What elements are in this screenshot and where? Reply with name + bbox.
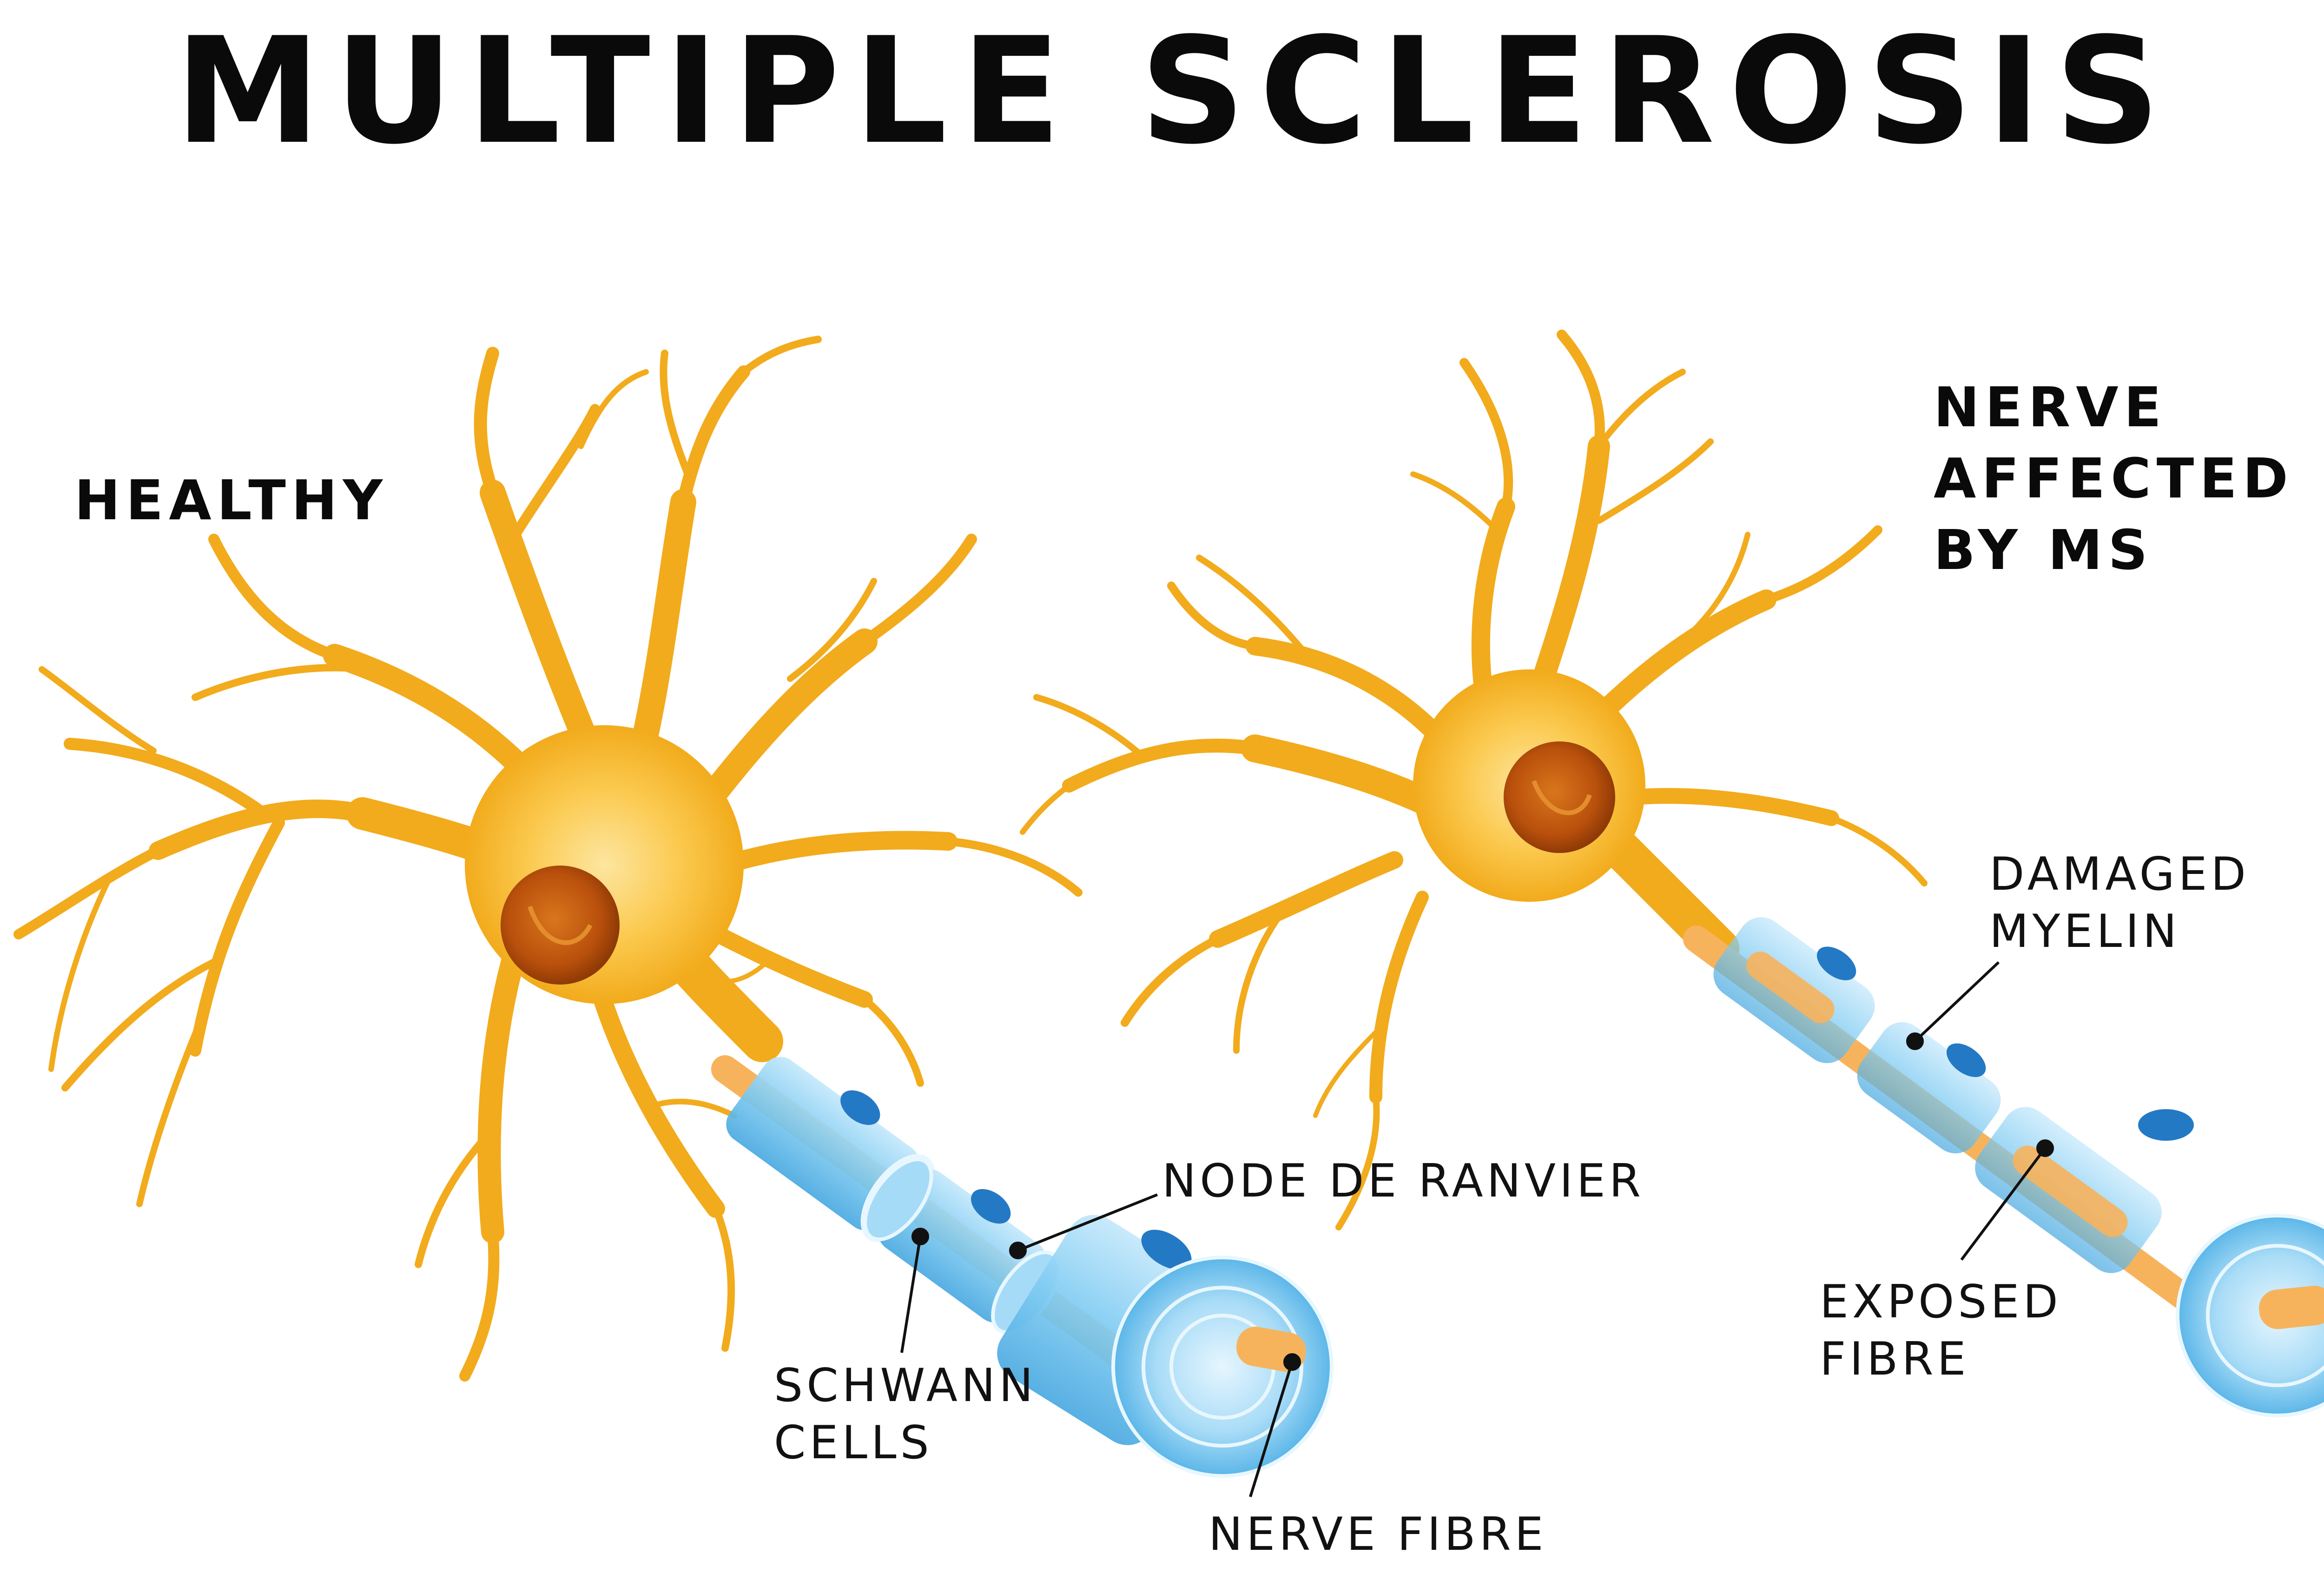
label-nerve-fibre: NERVE FIBRE (1208, 1506, 1547, 1563)
label-damaged-myelin-line-2: MYELIN (1989, 905, 2181, 958)
affected-nucleus (1504, 741, 1615, 853)
label-damaged-myelin: DAMAGED MYELIN (1989, 846, 2250, 960)
label-node-de-ranvier: NODE DE RANVIER (1162, 1153, 1644, 1210)
page-title: MULTIPLE SCLEROSIS (175, 7, 2174, 177)
affected-heading-line-3: BY MS (1934, 517, 2153, 582)
label-exposed-fibre-line-2: FIBRE (1820, 1332, 1970, 1386)
healthy-nucleus (501, 866, 620, 985)
healthy-axon (711, 1055, 1334, 1478)
affected-axon (1683, 917, 2324, 1417)
leader-lines (900, 961, 2054, 1497)
label-damaged-myelin-line-1: DAMAGED (1989, 848, 2250, 901)
label-exposed-fibre-line-1: EXPOSED (1820, 1276, 2062, 1329)
label-exposed-fibre: EXPOSED FIBRE (1820, 1274, 2062, 1388)
label-nerve-fibre-text: NERVE FIBRE (1208, 1508, 1547, 1561)
label-node-de-ranvier-text: NODE DE RANVIER (1162, 1155, 1644, 1208)
healthy-heading: HEALTHY (74, 465, 388, 536)
affected-heading: NERVE AFFECTED BY MS (1934, 372, 2294, 586)
label-schwann-cells-line-2: CELLS (774, 1416, 933, 1469)
affected-heading-line-1: NERVE (1934, 375, 2167, 439)
label-schwann-cells-line-1: SCHWANN (774, 1359, 1037, 1412)
healthy-heading-text: HEALTHY (74, 468, 389, 532)
affected-heading-line-2: AFFECTED (1934, 446, 2294, 511)
label-schwann-cells: SCHWANN CELLS (774, 1357, 1037, 1471)
